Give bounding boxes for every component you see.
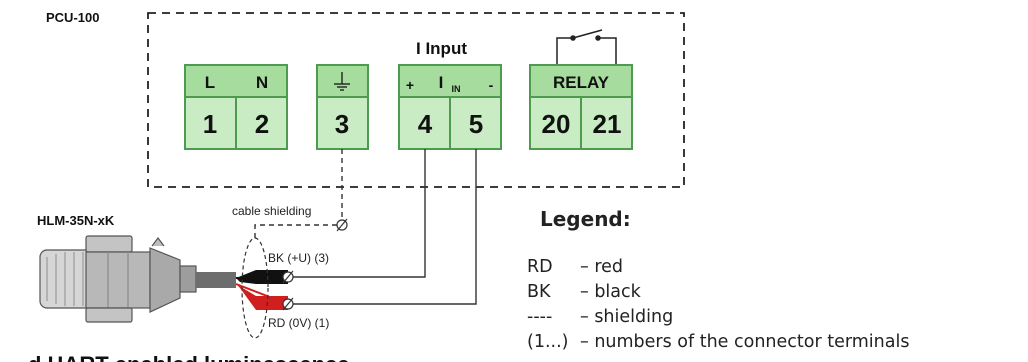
terminal-number-2: 2 bbox=[255, 109, 269, 139]
terminal-header-n: N bbox=[256, 73, 268, 92]
terminal-number-20: 20 bbox=[542, 109, 571, 139]
legend-key-shielding: ---- bbox=[527, 307, 552, 327]
terminal-block-power: L N 1 2 bbox=[184, 64, 288, 150]
ground-icon bbox=[334, 72, 350, 91]
device-name: PCU-100 bbox=[46, 10, 99, 25]
terminal-header-l: L bbox=[205, 73, 215, 92]
cable-shielding-label: cable shielding bbox=[232, 204, 311, 218]
legend: Legend: RD – red BK – black ---- – shiel… bbox=[527, 207, 909, 352]
wires bbox=[254, 149, 477, 305]
input-title: I Input bbox=[416, 39, 467, 58]
terminal-plus-sign: + bbox=[406, 77, 414, 93]
legend-key-rd: RD bbox=[527, 257, 553, 277]
legend-desc-rd: – red bbox=[580, 257, 623, 277]
terminal-number-5: 5 bbox=[469, 109, 483, 139]
sensor-name: HLM-35N-xK bbox=[37, 213, 115, 228]
wire-bk-label: BK (+U) (3) bbox=[268, 251, 329, 265]
sensor-caption: d HART enabled luminescence bbox=[28, 352, 350, 362]
legend-key-terminals: (1...) bbox=[527, 332, 568, 352]
legend-key-bk: BK bbox=[527, 282, 551, 302]
bk-wire bbox=[288, 149, 426, 278]
terminal-block-input: + I IN - 4 5 bbox=[398, 64, 502, 150]
legend-title: Legend: bbox=[540, 207, 631, 231]
legend-desc-bk: – black bbox=[580, 282, 642, 302]
wire-rd-label: RD (0V) (1) bbox=[268, 316, 329, 330]
terminal-block-ground: 3 bbox=[316, 64, 369, 150]
legend-desc-shielding: – shielding bbox=[580, 307, 673, 327]
terminal-number-1: 1 bbox=[203, 109, 217, 139]
terminal-current-subscript: IN bbox=[452, 84, 461, 94]
screw-symbols bbox=[282, 218, 348, 311]
terminal-header-relay: RELAY bbox=[553, 73, 610, 92]
device-boundary bbox=[147, 12, 685, 188]
legend-desc-terminals: – numbers of the connector terminals bbox=[580, 332, 909, 352]
shield-wire bbox=[254, 149, 343, 238]
terminal-block-relay: RELAY 20 21 bbox=[529, 64, 633, 150]
sensor-icon bbox=[39, 235, 197, 323]
relay-switch-icon bbox=[556, 29, 617, 64]
terminal-number-3: 3 bbox=[335, 109, 349, 139]
terminal-minus-sign: - bbox=[489, 77, 494, 93]
sensor-cable bbox=[196, 270, 289, 310]
terminal-number-4: 4 bbox=[418, 109, 433, 139]
shield-ellipse bbox=[241, 237, 269, 339]
terminal-current-symbol: I bbox=[439, 73, 444, 92]
rd-wire bbox=[288, 149, 477, 305]
terminal-number-21: 21 bbox=[593, 109, 622, 139]
